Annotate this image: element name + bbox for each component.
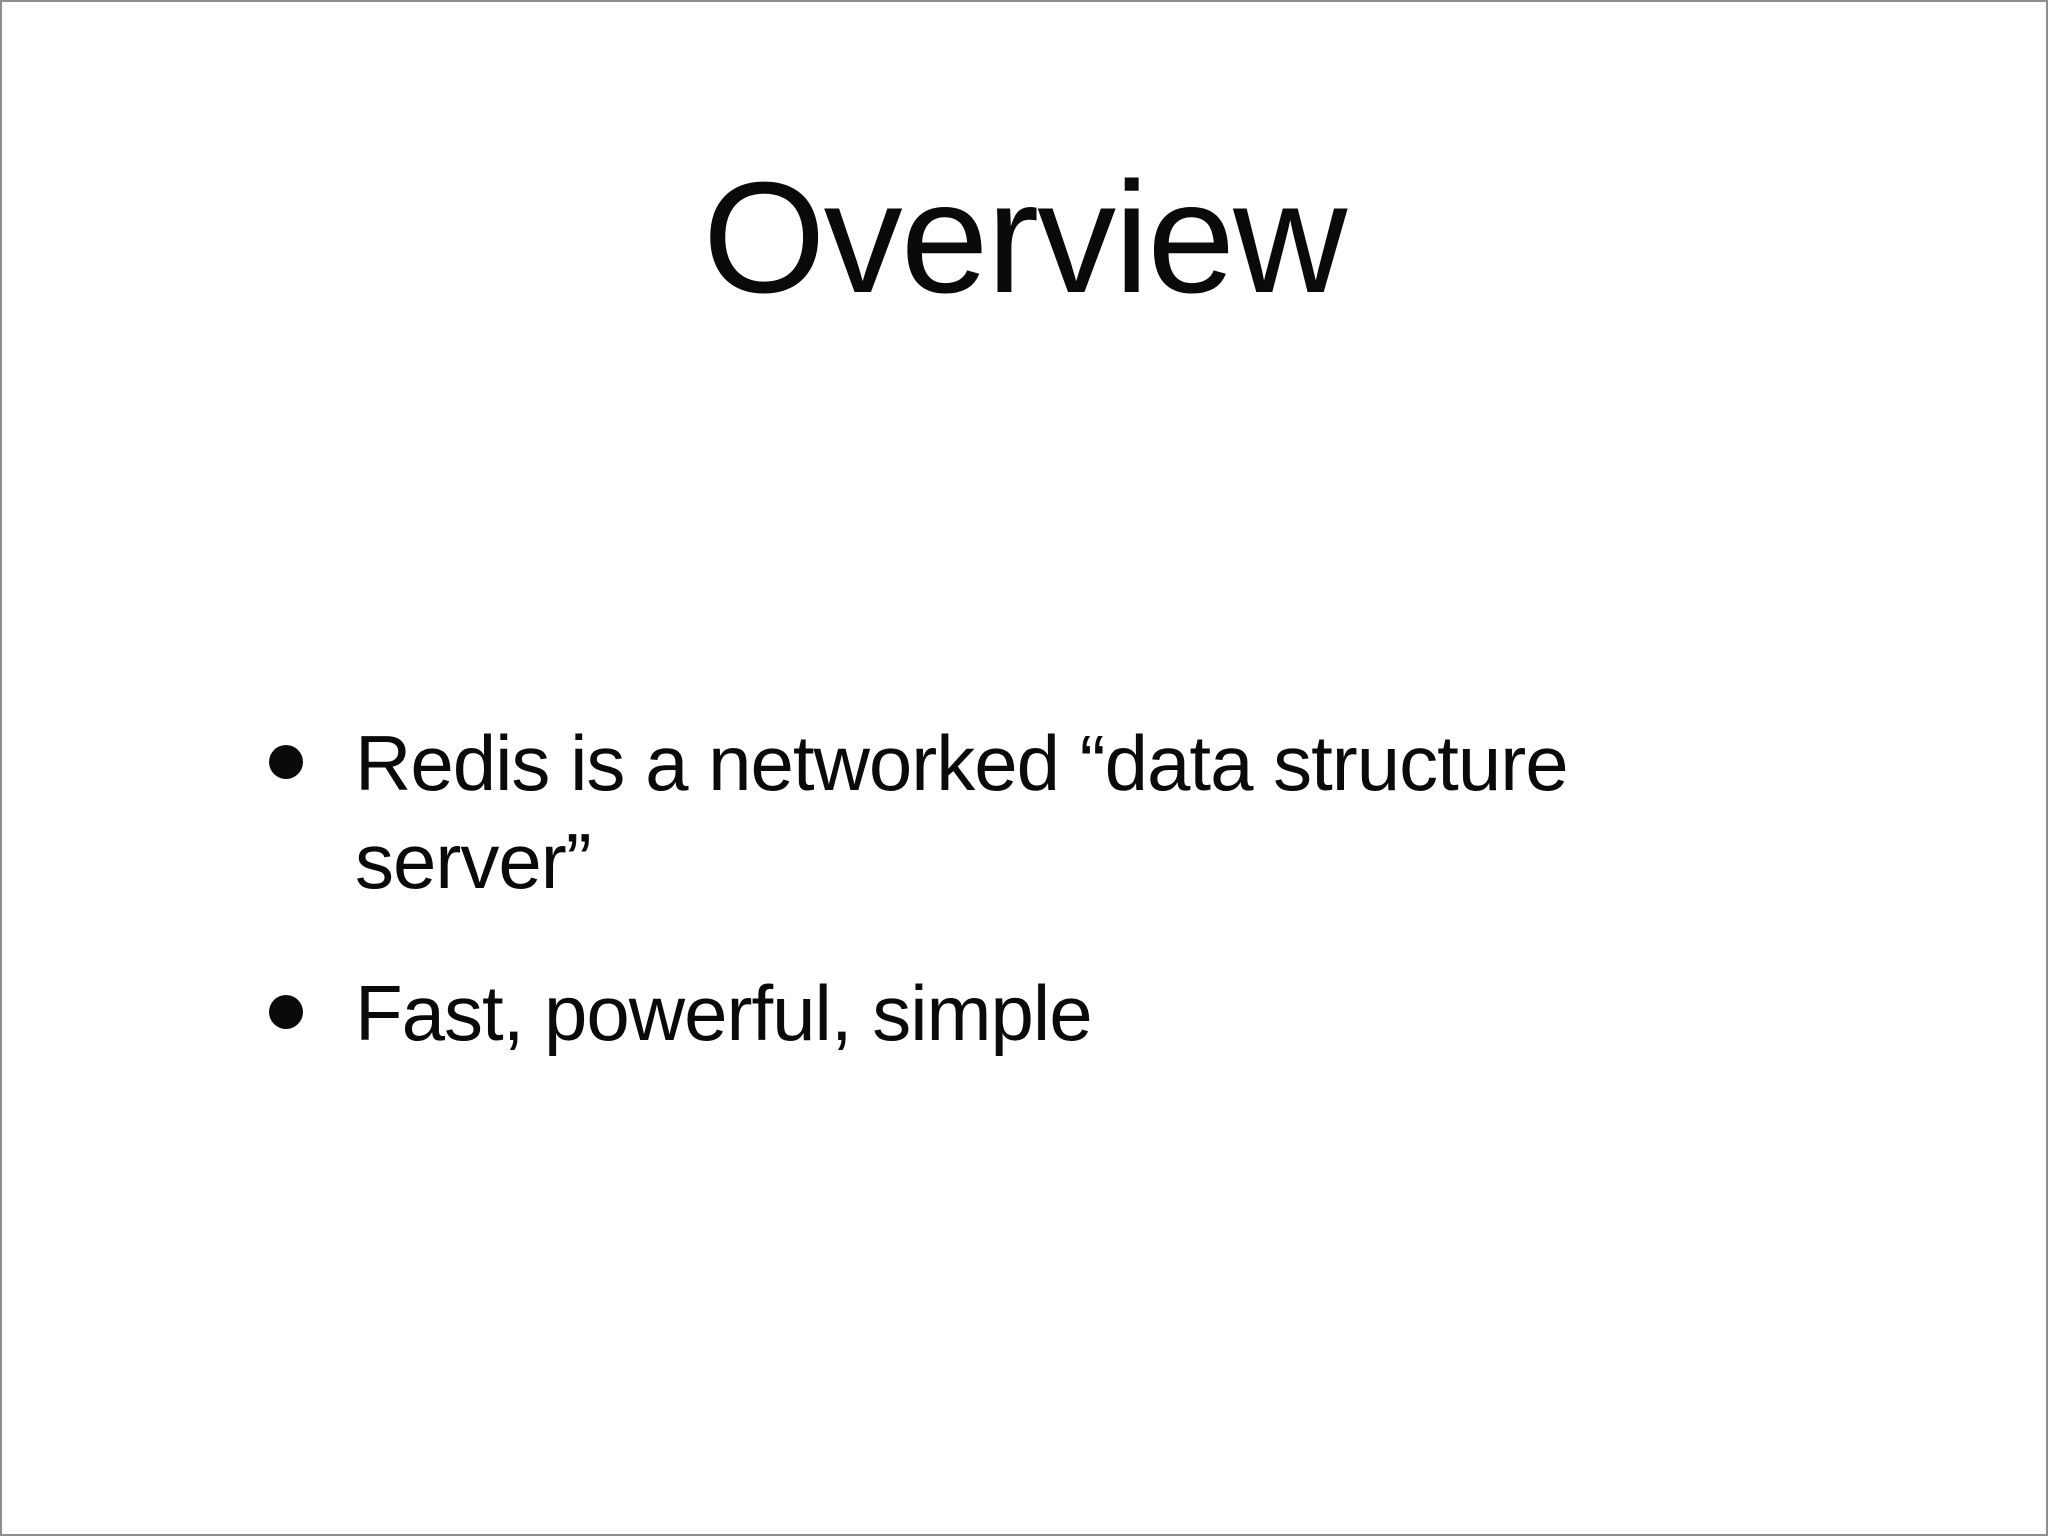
bullet-text: Fast, powerful, simple	[355, 969, 1093, 1057]
list-item: Fast, powerful, simple	[269, 964, 1695, 1062]
bullet-dot-icon	[269, 995, 303, 1029]
bullet-dot-icon	[269, 745, 303, 779]
bullet-text: Redis is a networked “data structure ser…	[355, 719, 1569, 905]
list-item: Redis is a networked “data structure ser…	[269, 714, 1695, 910]
bullet-list: Redis is a networked “data structure ser…	[269, 714, 1695, 1116]
slide-title: Overview	[702, 150, 1347, 326]
